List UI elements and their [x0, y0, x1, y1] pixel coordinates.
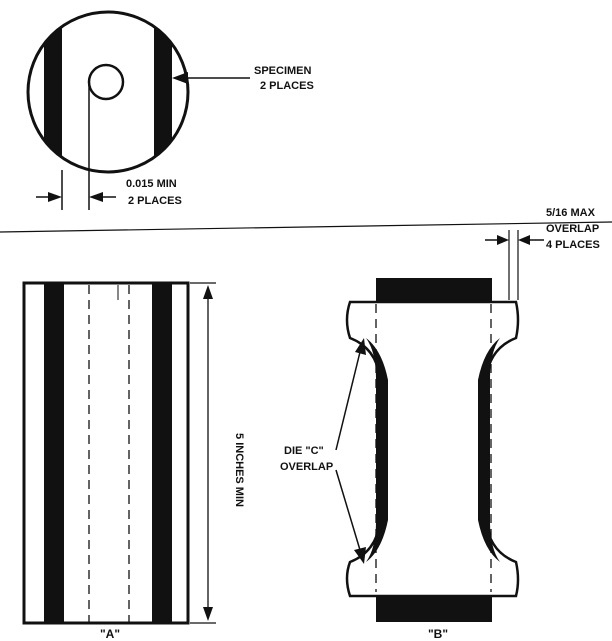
view-a: "A" [22, 281, 190, 641]
specimen-callout: SPECIMEN 2 PLACES [172, 65, 314, 92]
view-b-die-outline [345, 300, 520, 598]
arrowhead [355, 338, 366, 355]
view-b-specimen-right [478, 338, 500, 562]
specimen-strip-right [154, 13, 172, 171]
die-label: DIE "C" [284, 445, 324, 457]
arrowhead [354, 547, 366, 564]
specimen-label: SPECIMEN [254, 65, 312, 77]
gap-dimension: 0.015 MIN 2 PLACES [36, 178, 182, 207]
section-divider [0, 221, 612, 233]
specimen-strip-left [44, 13, 62, 171]
overlap-places-label: 4 PLACES [546, 239, 600, 251]
view-b: "B" [345, 278, 520, 641]
overlap-dimension: 5/16 MAX OVERLAP 4 PLACES [485, 207, 600, 300]
overlap-label: OVERLAP [546, 223, 599, 235]
arrowhead [172, 72, 188, 84]
overlap-max-label: 5/16 MAX [546, 207, 596, 219]
length-dimension: 5 INCHES MIN [190, 282, 245, 624]
die-overlap-callout: DIE "C" OVERLAP [280, 338, 366, 564]
view-b-top-die-bar [376, 278, 492, 304]
gap-label: 0.015 MIN [126, 178, 177, 190]
cross-section-view [26, 10, 190, 210]
view-b-specimen-left [366, 338, 388, 562]
view-a-strip-left [44, 284, 64, 622]
cross-section-circle [26, 10, 190, 174]
specimen-places-label: 2 PLACES [260, 80, 314, 92]
view-a-strip-right [152, 284, 172, 622]
center-hole [87, 63, 125, 101]
view-a-label: "A" [100, 627, 120, 641]
view-b-label: "B" [428, 627, 448, 641]
view-a-outline [22, 281, 190, 625]
length-label: 5 INCHES MIN [233, 433, 245, 507]
die-overlap-label: OVERLAP [280, 461, 333, 473]
gap-places-label: 2 PLACES [128, 195, 182, 207]
